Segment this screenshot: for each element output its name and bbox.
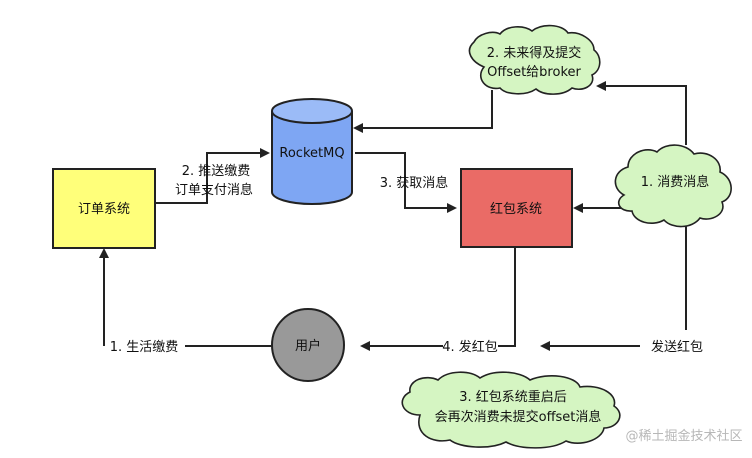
cloud-restart-reconsume-shape — [401, 371, 621, 449]
edge-order-to-rocketmq — [155, 148, 270, 204]
edge-rocketmq-to-redpacket — [355, 152, 457, 213]
user-circle — [271, 308, 345, 382]
edges — [99, 81, 687, 351]
edge-cloud-offset-to-rocketmq — [353, 90, 493, 133]
red-packet-system-box — [460, 168, 573, 248]
watermark: @稀土掘金技术社区 — [625, 428, 742, 444]
label-life-payment: 1. 生活缴费 — [110, 340, 179, 355]
order-system-label: 订单系统 — [78, 202, 130, 217]
cloud-consume-message-shape — [614, 144, 732, 228]
cloud-not-commit-offset-shape — [468, 24, 601, 95]
edge-labels: 2. 推送缴费 订单支付消息 3. 获取消息 1. 生活缴费 4. 发红包 发送… — [110, 164, 703, 355]
edge-redpacket-down — [498, 248, 516, 347]
cloud-not-commit-offset-line2: Offset给broker — [487, 65, 581, 80]
cloud-consume-message-label: 1. 消费消息 — [641, 174, 710, 190]
cloud-restart-reconsume-line1: 3. 红包系统重启后 — [459, 389, 567, 405]
label-push-payment-line1: 2. 推送缴费 — [182, 164, 251, 179]
order-system-node: 订单系统 — [52, 168, 156, 249]
cloud-not-commit-offset: 2. 未来得及提交 Offset给broker — [468, 24, 601, 95]
rocketmq-label: RocketMQ — [279, 146, 344, 161]
rocketmq-cylinder-body — [271, 111, 353, 205]
edge-consume-to-cloud-offset — [596, 81, 687, 145]
order-system-box — [52, 168, 156, 249]
cloud-not-commit-offset-line1: 2. 未来得及提交 — [487, 45, 582, 61]
user-node: 用户 — [271, 308, 345, 382]
cloud-restart-reconsume-line2: 会再次消费未提交offset消息 — [435, 409, 602, 425]
user-label: 用户 — [295, 338, 321, 354]
cloud-restart-reconsume: 3. 红包系统重启后 会再次消费未提交offset消息 — [401, 371, 621, 449]
label-get-message: 3. 获取消息 — [380, 175, 449, 191]
label-send-red-packet-4: 4. 发红包 — [442, 339, 498, 355]
label-push-payment-line2: 订单支付消息 — [175, 182, 253, 198]
cloud-consume-message: 1. 消费消息 — [614, 144, 732, 228]
label-send-red-packet: 发送红包 — [651, 339, 703, 355]
red-packet-system-label: 红包系统 — [490, 201, 542, 217]
rocketmq-cylinder-top — [271, 98, 353, 124]
rocketmq-node: RocketMQ — [271, 98, 353, 205]
red-packet-system-node: 红包系统 — [460, 168, 573, 248]
